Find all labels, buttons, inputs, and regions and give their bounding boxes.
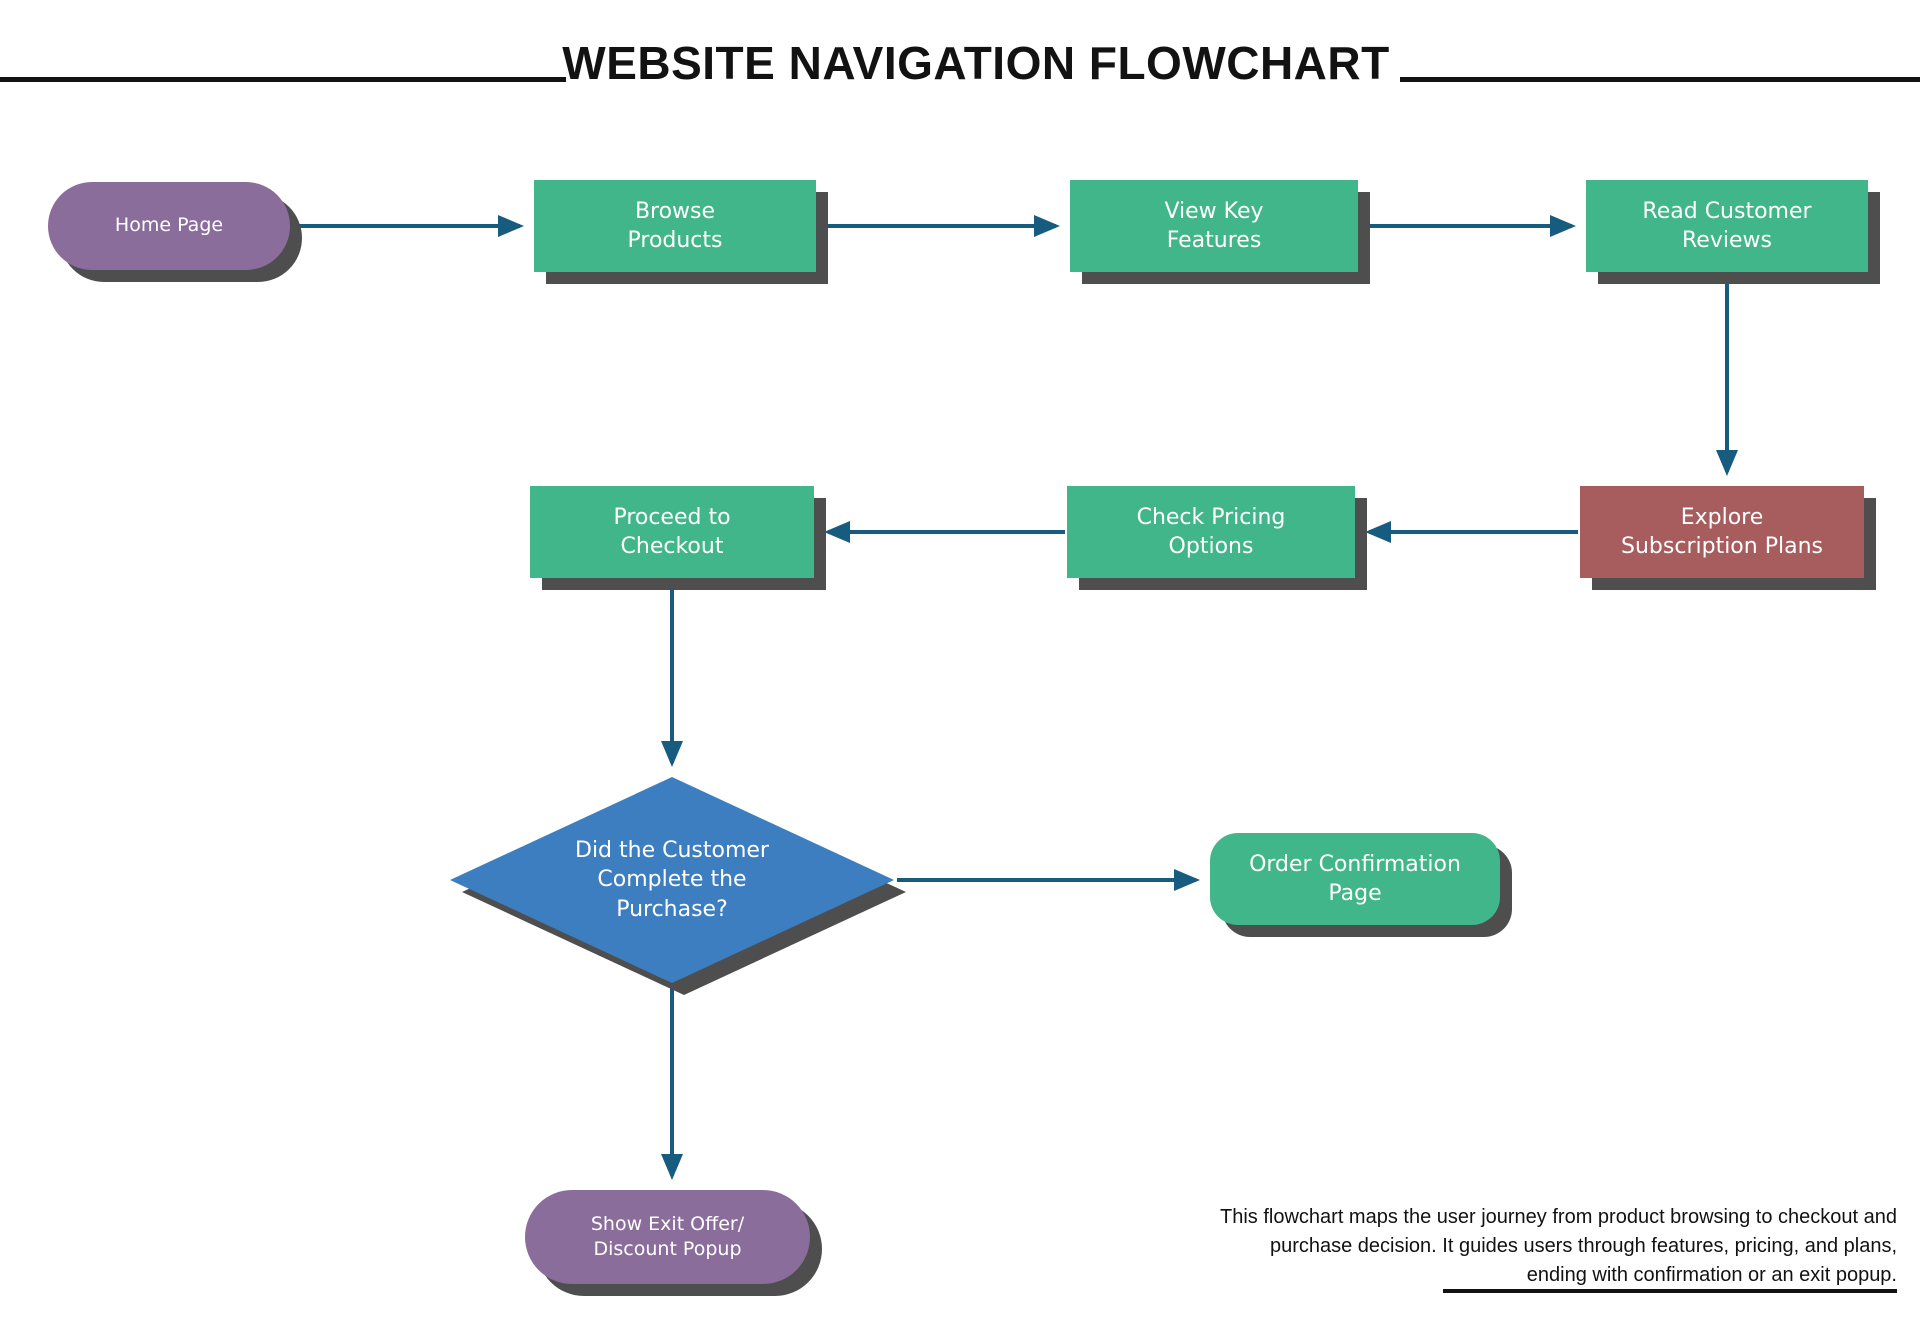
footer-rule: [1443, 1289, 1897, 1293]
node-order-confirmation-page: Order Confirmation Page: [1210, 833, 1500, 925]
node-check-pricing-options: Check Pricing Options: [1067, 486, 1355, 578]
page-title: WEBSITE NAVIGATION FLOWCHART: [562, 37, 1390, 89]
node-order-confirmation-page-label: Order Confirmation Page: [1249, 851, 1461, 906]
node-read-customer-reviews-label: Read Customer Reviews: [1642, 198, 1812, 253]
node-read-customer-reviews: Read Customer Reviews: [1586, 180, 1868, 272]
node-browse-products: Browse Products: [534, 180, 816, 272]
title-rule-left: [0, 77, 566, 82]
node-show-exit-offer-popup-label: Show Exit Offer/ Discount Popup: [590, 1212, 745, 1260]
node-explore-subscription-plans: Explore Subscription Plans: [1580, 486, 1864, 578]
node-check-pricing-options-label: Check Pricing Options: [1136, 504, 1286, 559]
node-view-key-features-label: View Key Features: [1164, 198, 1264, 253]
node-explore-subscription-plans-label: Explore Subscription Plans: [1621, 504, 1823, 559]
title-rule-right: [1400, 77, 1920, 82]
footer-description: This flowchart maps the user journey fro…: [1220, 1206, 1897, 1286]
node-browse-products-label: Browse Products: [627, 198, 723, 253]
node-decision-label: Did the Customer Complete the Purchase?: [575, 838, 769, 922]
node-show-exit-offer-popup: Show Exit Offer/ Discount Popup: [525, 1190, 810, 1284]
node-home-page: Home Page: [48, 182, 290, 270]
node-decision-diamond: Did the Customer Complete the Purchase?: [450, 777, 912, 1001]
node-home-page-label: Home Page: [114, 214, 224, 237]
node-proceed-to-checkout-label: Proceed to Checkout: [613, 504, 731, 559]
node-proceed-to-checkout: Proceed to Checkout: [530, 486, 814, 578]
decision-diamond-shape: [450, 777, 906, 995]
node-view-key-features: View Key Features: [1070, 180, 1358, 272]
